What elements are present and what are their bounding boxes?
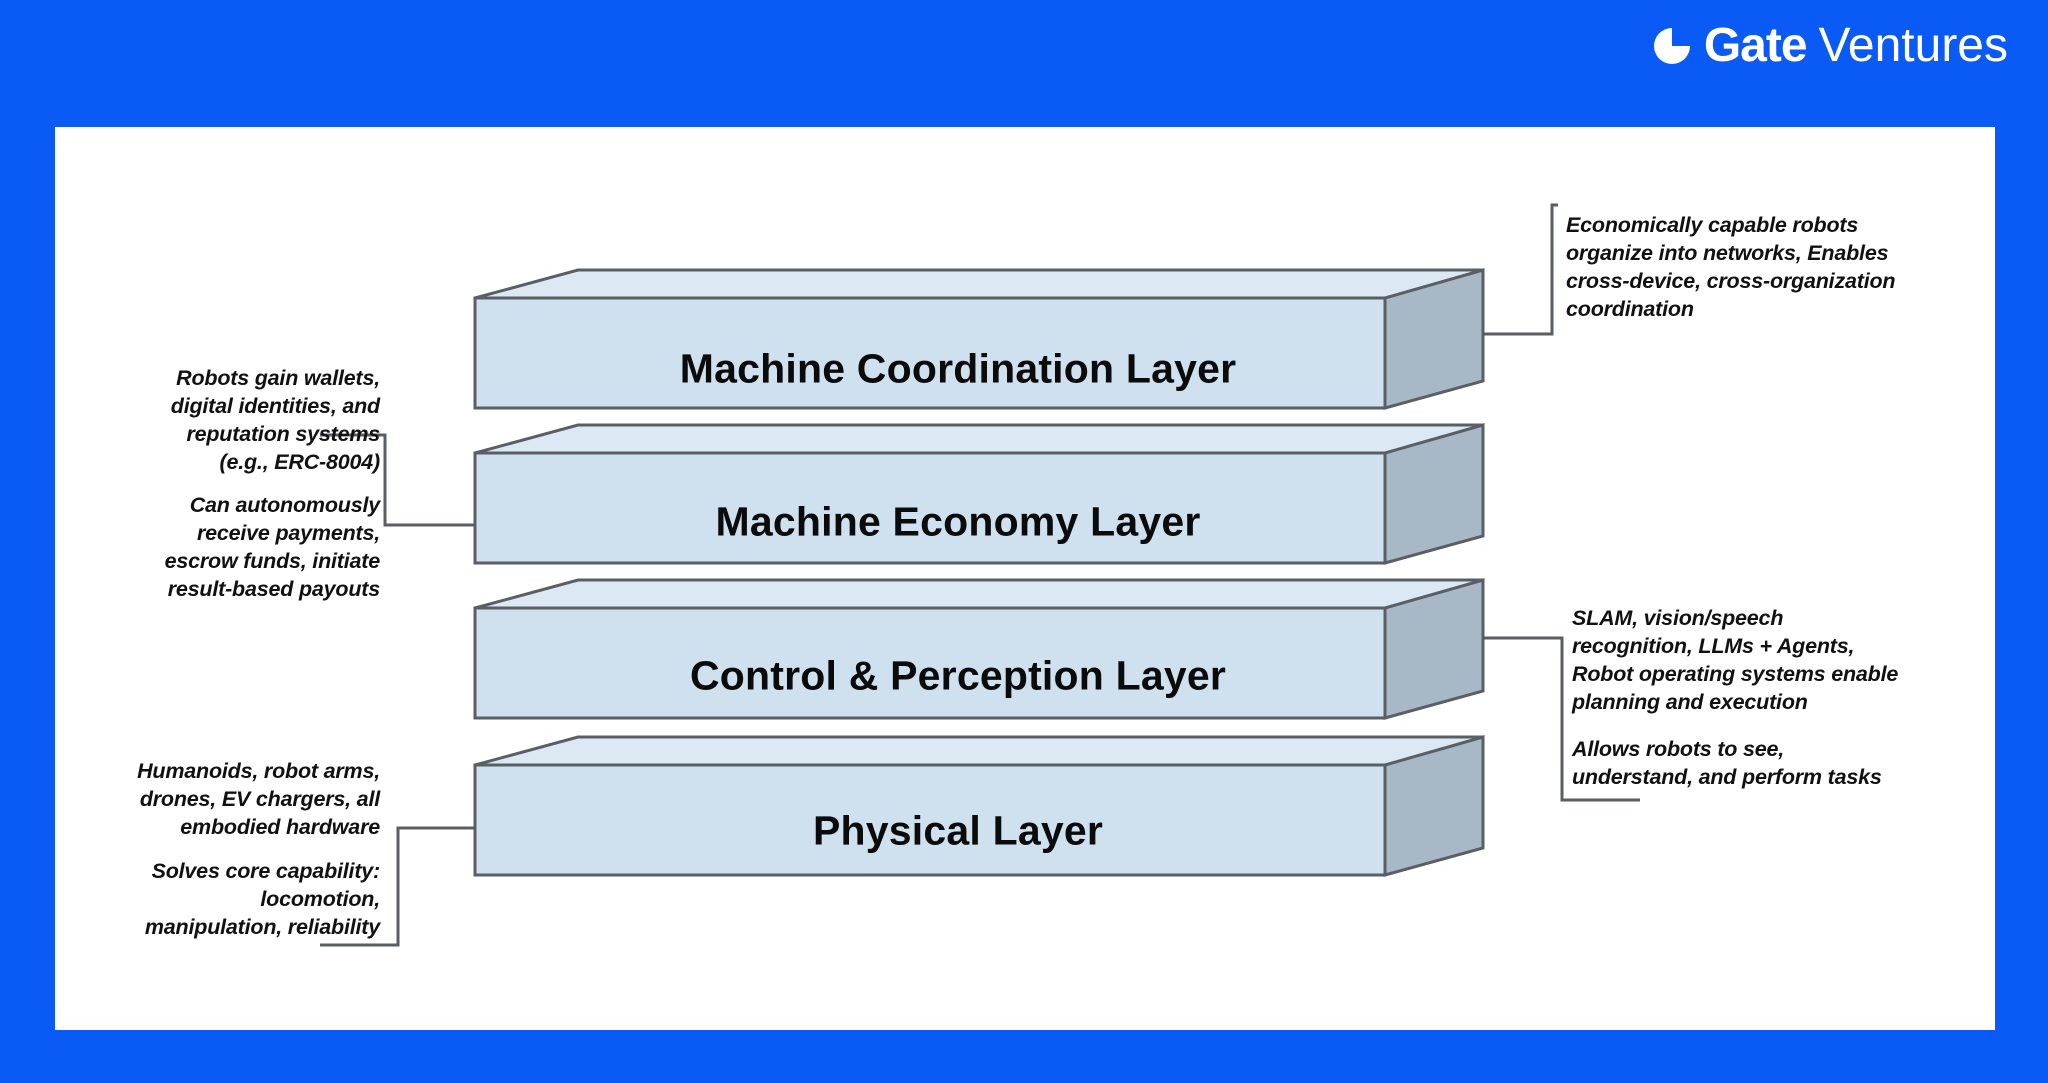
annotation-economy-payments: Can autonomously receive payments, escro… bbox=[100, 492, 381, 604]
annotation-line: result-based payouts bbox=[167, 576, 380, 601]
annotation-coordination-note: Economically capable robots organize int… bbox=[1566, 212, 1966, 324]
connector-perception-notes bbox=[1483, 636, 1640, 802]
gate-circle-mark-icon bbox=[1652, 26, 1692, 66]
annotation-economy-identity: Robots gain wallets, digital identities,… bbox=[100, 365, 380, 477]
annotation-line: planning and execution bbox=[1572, 689, 1808, 714]
annotation-line: locomotion, bbox=[260, 886, 380, 911]
annotation-physical-hardware: Humanoids, robot arms, drones, EV charge… bbox=[80, 758, 380, 842]
brand-logo: Gate Ventures bbox=[1652, 22, 2008, 70]
slab-machine-coordination[interactable] bbox=[473, 268, 1485, 410]
annotation-line: organize into networks, Enables bbox=[1566, 240, 1889, 265]
connector-coordination-note bbox=[1483, 203, 1558, 336]
layer-label-machine-economy: Machine Economy Layer bbox=[715, 498, 1201, 545]
slab-economy-front bbox=[473, 451, 1387, 565]
annotation-line: escrow funds, initiate bbox=[164, 548, 381, 573]
layer-label-control-perception: Control & Perception Layer bbox=[689, 652, 1227, 699]
annotation-line: Solves core capability: bbox=[151, 859, 381, 883]
annotation-line: manipulation, reliability bbox=[144, 914, 380, 939]
annotation-line: Allows robots to see, bbox=[1572, 737, 1785, 761]
annotation-perception-capability: Allows robots to see, understand, and pe… bbox=[1572, 736, 1972, 792]
slab-control-perception[interactable] bbox=[473, 578, 1485, 720]
slab-economy-top bbox=[474, 423, 1485, 455]
annotation-line: Humanoids, robot arms, bbox=[137, 759, 380, 783]
annotation-line: Robots gain wallets, bbox=[176, 366, 380, 390]
slab-physical[interactable] bbox=[473, 735, 1485, 877]
annotation-line: Robot operating systems enable bbox=[1572, 661, 1899, 686]
annotation-line: reputation systems bbox=[186, 421, 380, 446]
annotation-line: cross-device, cross-organization bbox=[1566, 268, 1896, 293]
annotation-line: Economically capable robots bbox=[1566, 213, 1859, 237]
annotation-line: (e.g., ERC-8004) bbox=[219, 449, 381, 474]
connector-economy-notes bbox=[320, 433, 475, 527]
connector-physical-notes bbox=[320, 826, 475, 947]
annotation-line: receive payments, bbox=[196, 520, 380, 545]
annotation-perception-stack: SLAM, vision/speech recognition, LLMs + … bbox=[1572, 605, 1972, 717]
annotation-line: understand, and perform tasks bbox=[1572, 764, 1882, 789]
brand-name: Gate bbox=[1703, 19, 1808, 72]
slab-physical-front bbox=[473, 763, 1387, 877]
annotation-line: embodied hardware bbox=[180, 814, 380, 839]
brand-suffix: Ventures bbox=[1818, 19, 2008, 72]
slab-physical-top bbox=[474, 735, 1485, 767]
slab-control-front bbox=[473, 606, 1387, 720]
annotation-physical-capability: Solves core capability: locomotion, mani… bbox=[80, 858, 380, 942]
slab-machine-economy[interactable] bbox=[473, 423, 1485, 565]
slab-control-top bbox=[474, 578, 1485, 610]
annotation-line: drones, EV chargers, all bbox=[139, 786, 380, 811]
layer-label-machine-coordination: Machine Coordination Layer bbox=[679, 345, 1237, 392]
annotation-line: SLAM, vision/speech bbox=[1572, 606, 1784, 630]
annotation-line: recognition, LLMs + Agents, bbox=[1572, 633, 1855, 658]
annotation-line: digital identities, and bbox=[170, 393, 380, 418]
slab-coordination-front bbox=[473, 296, 1387, 410]
annotation-line: coordination bbox=[1566, 296, 1694, 321]
slab-coordination-top bbox=[474, 268, 1485, 300]
annotation-line: Can autonomously bbox=[189, 493, 381, 517]
layer-label-physical: Physical Layer bbox=[813, 807, 1103, 854]
